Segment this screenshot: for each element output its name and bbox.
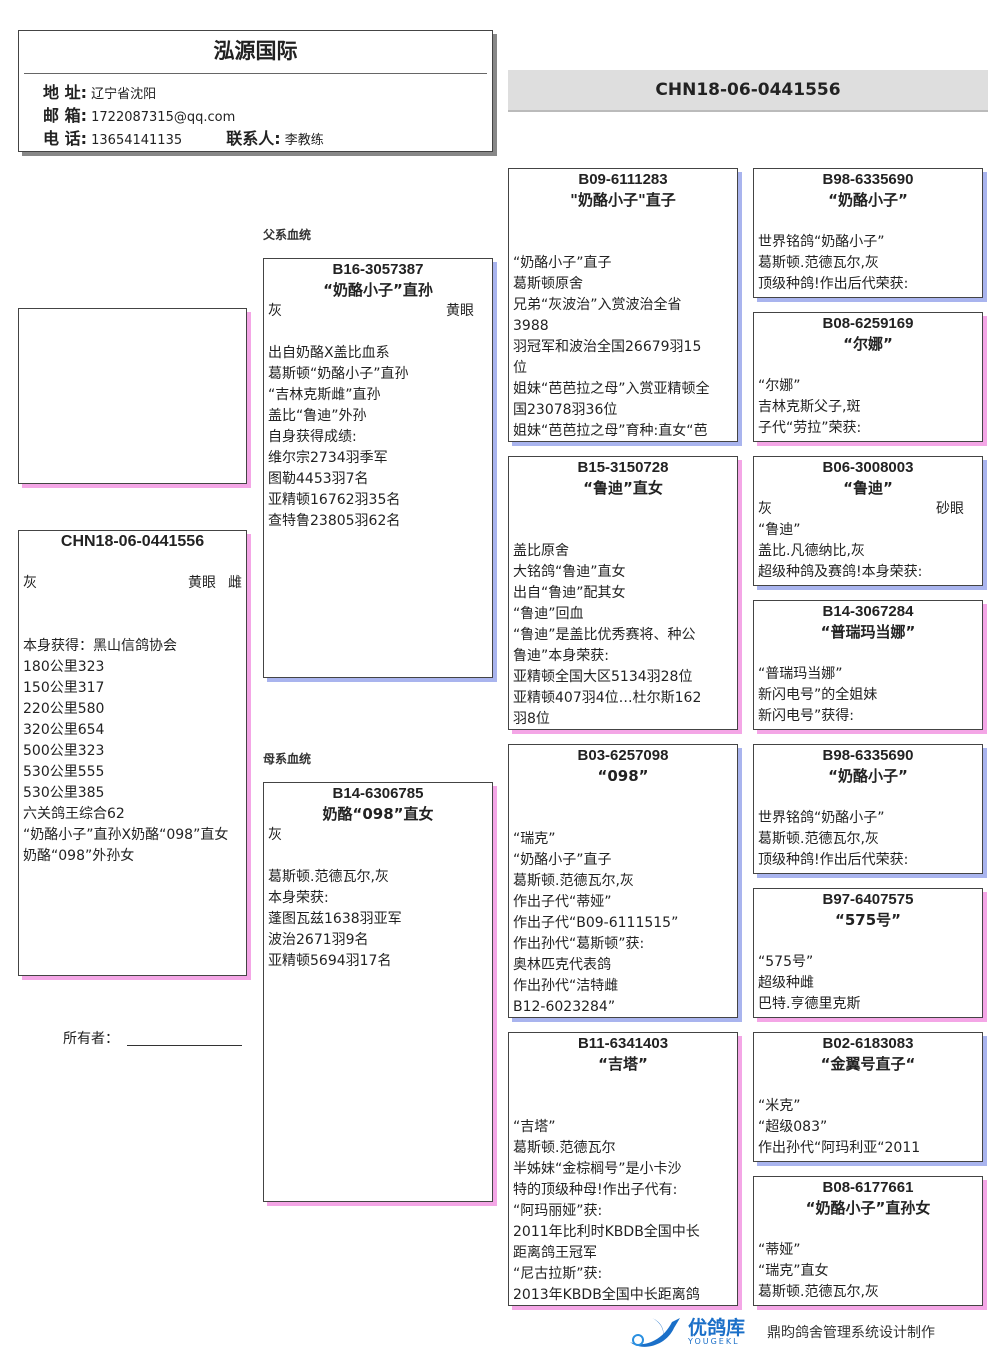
pigeon-record: “米克” “超级083” 作出孙代“阿玛利亚“2011	[758, 1098, 921, 1156]
ring-number: B15-3150728	[577, 459, 669, 476]
gen3-card: B08-6177661 “奶酪小子”直孙女 “蒂娅” “瑞克”直女 葛斯顿.范德…	[753, 1176, 983, 1306]
gen3-card: B08-6259169 “尔娜” “尔娜” 吉林克斯父子,斑 子代“劳拉”荣获:	[753, 312, 983, 442]
ring-number: B09-6111283	[578, 171, 668, 188]
pigeon-name: “尔娜”	[843, 335, 893, 353]
email-label: 邮 箱:	[43, 106, 87, 125]
pigeon-name: “奶酪小子”直孙女	[805, 1199, 931, 1217]
gen3-card: B06-3008003 “鲁迪” 灰 砂眼 “鲁迪” 盖比.凡德纳比,灰 超级种鸽及赛…	[753, 456, 983, 586]
sire-section-label: 父系血统	[263, 228, 312, 242]
pigeon-name: “鲁迪”	[843, 479, 893, 497]
logo-swirl-icon	[630, 1318, 680, 1347]
pigeon-record: “吉塔” 葛斯顿.范德瓦尔 半姊妹“金棕榈号”是小卡沙 特的顶级种母!作出子代有…	[513, 1119, 700, 1303]
pigeon-record: “奶酪小子”直子 葛斯顿原舍 兄弟“灰波治”入赏波治全省 3988 羽冠军和波治…	[513, 255, 710, 439]
address-label: 地 址:	[43, 83, 87, 102]
address: 辽宁省沈阳	[91, 87, 157, 102]
gen3-card: B98-6335690 “奶酪小子” 世界铭鸽“奶酪小子” 葛斯顿.范德瓦尔,灰…	[753, 168, 983, 298]
logo-en: YOUGEKL	[688, 1336, 740, 1346]
subject-eye: 黄眼	[188, 575, 216, 591]
dam-section-label: 母系血统	[263, 752, 312, 766]
email: 1722087315@qq.com	[91, 110, 236, 125]
pigeon-record: 盖比原舍 大铭鸽“鲁迪”直女 出自“鲁迪”配其女 “鲁迪”回血 “鲁迪”是盖比优…	[513, 543, 702, 727]
logo-cn: 优鸽库	[688, 1316, 746, 1339]
sire-card: B16-3057387 “奶酪小子”直孙 灰 黄眼 出自奶酪X盖比血系 葛斯顿“奶…	[263, 258, 493, 678]
contact-label: 联系人:	[226, 129, 281, 148]
pigeon-name: “奶酪小子”	[828, 767, 908, 785]
photo-box	[18, 308, 247, 484]
dam-name: 奶酪“098”直女	[322, 805, 434, 823]
footer-credit: 鼎昀鸽舍管理系统设计制作	[767, 1325, 936, 1341]
pigeon-record: “575号” 超级种雌 巴特.亨德里克斯	[758, 954, 861, 1012]
pigeon-name: “奶酪小子”	[828, 191, 908, 209]
ring-number: B03-6257098	[577, 747, 669, 764]
sire-color: 灰	[268, 303, 282, 319]
footer-logo: 优鸽库 YOUGEKL 鼎昀鸽舍管理系统设计制作	[622, 1312, 935, 1352]
pigeon-record: “鲁迪” 盖比.凡德纳比,灰 超级种鸽及赛鸽!本身荣获:	[758, 522, 923, 580]
ring-number: B11-6341403	[577, 1035, 669, 1052]
pigeon-eye: 砂眼	[936, 501, 964, 517]
pigeon-name: “575号”	[834, 911, 902, 929]
gen3-card: B02-6183083 “金翼号直子“ “米克” “超级083” 作出孙代“阿玛…	[753, 1032, 983, 1162]
pigeon-record: “普瑞玛当娜” 新闪电号”的全姐妹 新闪电号”获得:	[758, 666, 878, 724]
ring-number: B06-3008003	[822, 459, 914, 476]
sire-name: “奶酪小子”直孙	[323, 281, 433, 299]
dam-ring: B14-6306785	[332, 785, 424, 802]
phone: 13654141135	[91, 133, 183, 148]
dam-card: B14-6306785 奶酪“098”直女 灰 葛斯顿.范德瓦尔,灰 本身荣获:…	[263, 782, 493, 1202]
pigeon-record: “蒂娅” “瑞克”直女 葛斯顿.范德瓦尔,灰	[758, 1242, 879, 1300]
gen2-card: B03-6257098 “098” “瑞克” “奶酪小子”直子 葛斯顿.范德瓦尔…	[508, 744, 738, 1018]
header-card: 泓源国际 地 址: 辽宁省沈阳 邮 箱: 1722087315@qq.com 电…	[18, 30, 493, 152]
pigeon-name: “鲁迪”直女	[583, 479, 663, 497]
ring-number: B14-3067284	[822, 603, 914, 620]
ring-number: B08-6177661	[822, 1179, 914, 1196]
pigeon-name: “吉塔”	[598, 1055, 648, 1073]
ring-number: B97-6407575	[822, 891, 914, 908]
subject-record: 本身获得：黑山信鸽协会 180公里323 150公里317 220公里580 3…	[23, 638, 229, 864]
phone-label: 电 话:	[43, 129, 87, 148]
ring-banner: CHN18-06-0441556	[508, 70, 988, 110]
sire-eye: 黄眼	[446, 303, 474, 319]
dam-record: 葛斯顿.范德瓦尔,灰 本身荣获: 蓬图瓦兹1638羽亚军 波治2671羽9名 亚…	[268, 869, 402, 969]
ring-number: B02-6183083	[822, 1035, 914, 1052]
ring-number: B98-6335690	[822, 747, 914, 764]
subject-ring: CHN18-06-0441556	[60, 533, 205, 550]
loft-title: 泓源国际	[213, 39, 298, 63]
dam-color: 灰	[268, 827, 282, 843]
gen3-card: B98-6335690 “奶酪小子” 世界铭鸽“奶酪小子” 葛斯顿.范德瓦尔,灰…	[753, 744, 983, 874]
pigeon-name: “098”	[597, 767, 649, 785]
pigeon-name: “金翼号直子“	[820, 1055, 916, 1073]
contact: 李教练	[284, 133, 324, 148]
ring-number: B08-6259169	[822, 315, 914, 332]
gen2-card: B15-3150728 “鲁迪”直女 盖比原舍 大铭鸽“鲁迪”直女 出自“鲁迪”…	[508, 456, 738, 730]
subject-color: 灰	[23, 575, 37, 591]
sire-ring: B16-3057387	[332, 261, 424, 278]
pigeon-color: 灰	[758, 501, 772, 517]
gen2-card: B09-6111283 "奶酪小子"直子 “奶酪小子”直子 葛斯顿原舍 兄弟“灰…	[508, 168, 738, 442]
gen2-card: B11-6341403 “吉塔” “吉塔” 葛斯顿.范德瓦尔 半姊妹“金棕榈号”…	[508, 1032, 738, 1306]
sire-record: 出自奶酪X盖比血系 葛斯顿“奶酪小子”直孙 “吉林克斯雌”直孙 盖比“鲁迪”外孙…	[268, 345, 409, 529]
gen3-card: B14-3067284 “普瑞玛当娜” “普瑞玛当娜” 新闪电号”的全姐妹 新闪…	[753, 600, 983, 730]
subject-card: CHN18-06-0441556 灰 黄眼雌 本身获得：黑山信鸽协会 180公里3…	[18, 530, 247, 976]
pigeon-name: "奶酪小子"直子	[570, 191, 676, 209]
owner-label: 所有者：	[63, 1031, 119, 1047]
owner-line[interactable]	[127, 1045, 242, 1046]
pigeon-record: “尔娜” 吉林克斯父子,斑 子代“劳拉”荣获:	[758, 378, 862, 436]
gen3-card: B97-6407575 “575号” “575号” 超级种雌 巴特.亨德里克斯	[753, 888, 983, 1018]
pigeon-record: 世界铭鸽“奶酪小子” 葛斯顿.范德瓦尔,灰 顶级种鸽!作出后代荣获:	[758, 234, 909, 292]
pigeon-record: 世界铭鸽“奶酪小子” 葛斯顿.范德瓦尔,灰 顶级种鸽!作出后代荣获:	[758, 810, 909, 868]
subject-sex: 雌	[228, 575, 242, 591]
ring-number: B98-6335690	[822, 171, 914, 188]
pigeon-record: “瑞克” “奶酪小子”直子 葛斯顿.范德瓦尔,灰 作出子代“蒂娅” 作出子代“B…	[513, 831, 679, 1015]
pigeon-name: “普瑞玛当娜”	[820, 623, 916, 641]
